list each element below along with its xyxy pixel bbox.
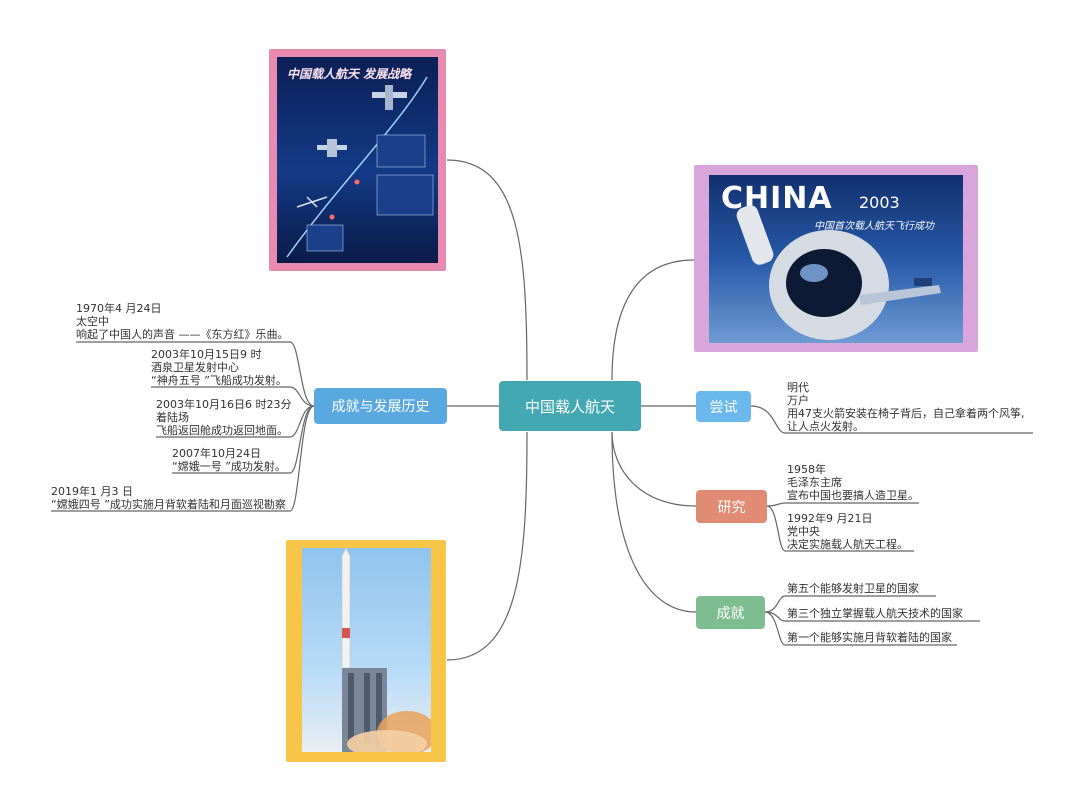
branch-history[interactable]: 成就与发展历史 xyxy=(314,388,447,424)
link-poster xyxy=(446,159,528,381)
china-image: CHINA 2003 中国首次载人航天飞行成功 xyxy=(709,175,963,343)
attempt-item-wanhu[interactable]: 明代 万户 用47支火箭安装在椅子背后，自己拿着两个风筝, 让人点火发射。 xyxy=(787,381,1025,433)
china-subtitle: 中国首次载人航天飞行成功 xyxy=(814,221,934,232)
poster-artwork xyxy=(286,76,434,258)
history-item-1970[interactable]: 1970年4 月24日 太空中 响起了中国人的声音 ——《东方红》乐曲。 xyxy=(76,302,289,341)
link-achievements xyxy=(611,431,697,613)
china-year: 2003 xyxy=(859,193,900,212)
poster-title: 中国载人航天 发展战略 xyxy=(287,67,412,81)
rocket-image xyxy=(302,548,431,752)
achievement-item-manned[interactable]: 第三个独立掌握载人航天技术的国家 xyxy=(787,607,963,620)
research-item-1992[interactable]: 1992年9 月21日 党中央 决定实施载人航天工程。 xyxy=(787,512,908,551)
link-china xyxy=(611,259,695,381)
link-rocket xyxy=(446,431,528,661)
research-item-1958[interactable]: 1958年 毛泽东主席 宣布中国也要搞人造卫星。 xyxy=(787,463,919,502)
branch-attempt[interactable]: 尝试 xyxy=(696,391,751,422)
link-research xyxy=(611,431,697,507)
achievement-item-moon[interactable]: 第一个能够实施月背软着陆的国家 xyxy=(787,631,952,644)
history-item-2007[interactable]: 2007年10月24日 “嫦娥一号 ”成功发射。 xyxy=(172,447,286,473)
branch-achievements[interactable]: 成就 xyxy=(696,596,765,629)
history-item-2003-launch[interactable]: 2003年10月15日9 时 酒泉卫星发射中心 “神舟五号 ”飞船成功发射。 xyxy=(151,348,287,387)
history-item-2019[interactable]: 2019年1 月3 日 “嫦娥四号 ”成功实施月背软着陆和月面巡视勘察 xyxy=(51,485,286,511)
central-topic[interactable]: 中国载人航天 xyxy=(499,381,641,431)
branch-research[interactable]: 研究 xyxy=(696,490,767,523)
poster-image: 中国载人航天 发展战略 xyxy=(277,57,438,263)
history-item-2003-landing[interactable]: 2003年10月16日6 时23分 着陆场 飞船返回舱成功返回地面。 xyxy=(156,398,292,437)
astronaut-artwork xyxy=(736,205,941,340)
rocket-artwork xyxy=(341,548,431,752)
achievement-item-satellite[interactable]: 第五个能够发射卫星的国家 xyxy=(787,582,919,595)
